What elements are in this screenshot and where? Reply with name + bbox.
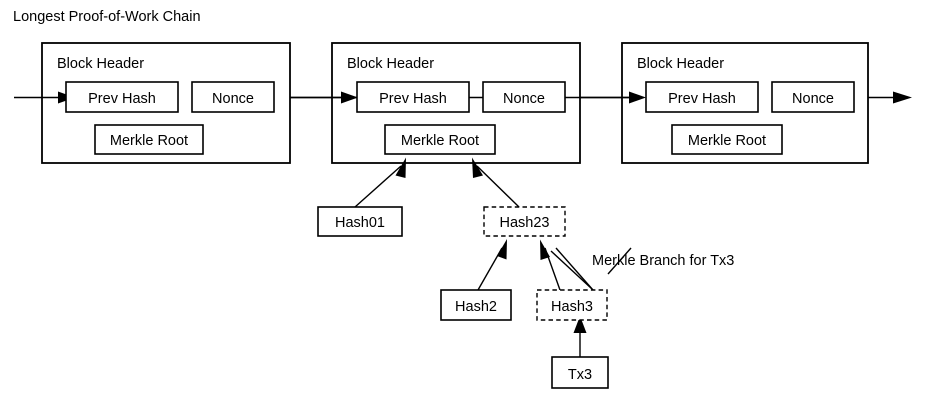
block-2-outline [331, 42, 581, 164]
block-1-nonce-label: Nonce [212, 91, 254, 107]
node-hash2: Hash2 [440, 289, 512, 321]
block-3-prev-hash-label: Prev Hash [668, 91, 736, 107]
merkle-branch-annotation: Merkle Branch for Tx3 [592, 253, 734, 269]
edge-hash01-to-merkle-root [354, 157, 406, 208]
block-1-prev-hash-label: Prev Hash [88, 91, 156, 107]
hash23-box [483, 206, 566, 237]
block-3-nonce-box [771, 81, 855, 113]
arrowhead-icon [540, 239, 550, 260]
node-tx3: Tx3 [551, 356, 609, 389]
chain-connector-outgoing [868, 91, 912, 104]
block-2-prev-hash-label: Prev Hash [379, 91, 447, 107]
block-3-merkle-root-label: Merkle Root [688, 133, 766, 149]
hash2-label: Hash2 [455, 299, 497, 315]
block-2-header-label: Block Header [347, 56, 434, 72]
block-1-prev-hash-box [65, 81, 179, 113]
edge-branch-upper-stem [555, 247, 594, 291]
block-1-outline [41, 42, 291, 164]
block-1-nonce-box [191, 81, 275, 113]
block-header-3: Block Header Prev Hash Nonce Merkle Root [621, 42, 869, 164]
block-3-merkle-root-box [671, 124, 783, 155]
arrowhead-icon [573, 316, 587, 333]
edge-hash3-to-hash23 [540, 239, 561, 291]
tx3-label: Tx3 [568, 367, 592, 383]
node-hash23: Hash23 [483, 206, 566, 237]
hash3-label: Hash3 [551, 299, 593, 315]
chain-connector-block2-block3 [580, 91, 646, 104]
arrowhead-icon [893, 91, 912, 104]
block-2-prev-hash-box [356, 81, 470, 113]
block-1-merkle-root-label: Merkle Root [110, 133, 188, 149]
node-hash01: Hash01 [317, 206, 403, 237]
block-header-2: Block Header Prev Hash Nonce Merkle Root [331, 42, 581, 164]
hash23-label: Hash23 [500, 215, 550, 231]
hash2-box [440, 289, 512, 321]
block-1-merkle-root-box [94, 124, 204, 155]
edge-hash2-to-hash23 [477, 239, 507, 291]
block-1-header-label: Block Header [57, 56, 144, 72]
block-2-merkle-root-label: Merkle Root [401, 133, 479, 149]
edge-tx3-to-hash3 [573, 316, 587, 357]
block-2-nonce-box [482, 81, 566, 113]
block-3-prev-hash-box [645, 81, 759, 113]
hash01-label: Hash01 [335, 215, 385, 231]
hash3-box [536, 289, 608, 321]
arrowhead-icon [497, 239, 507, 260]
arrowhead-icon [472, 157, 483, 178]
hash01-box [317, 206, 403, 237]
block-3-header-label: Block Header [637, 56, 724, 72]
edge-hash3-branch-arrow [550, 250, 593, 290]
block-3-nonce-label: Nonce [792, 91, 834, 107]
block-3-outline [621, 42, 869, 164]
block-2-merkle-root-box [384, 124, 496, 155]
edge-hash23-to-merkle-root [472, 157, 520, 208]
edge-hash3-to-hash23-stem [607, 247, 632, 275]
arrowhead-icon [629, 91, 646, 104]
node-hash3: Hash3 [536, 289, 608, 321]
arrowhead-icon [395, 157, 406, 178]
block-2-nonce-label: Nonce [503, 91, 545, 107]
block-header-1: Block Header Prev Hash Nonce Merkle Root [41, 42, 291, 164]
arrowhead-icon [341, 91, 358, 104]
page-title: Longest Proof-of-Work Chain [13, 9, 201, 25]
tx3-box [551, 356, 609, 389]
